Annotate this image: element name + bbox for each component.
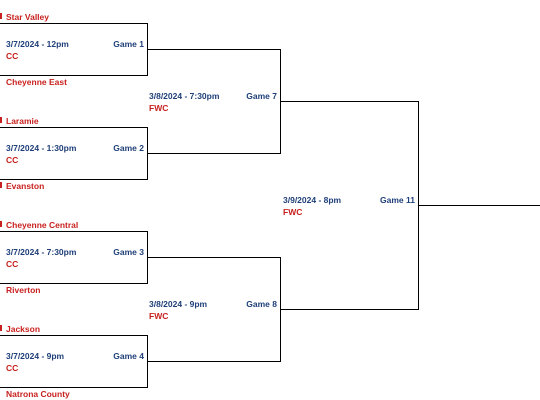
game4-bracket: [0, 335, 148, 388]
game8-bracket: [147, 257, 281, 362]
team-label: Jackson: [6, 324, 41, 334]
game-datetime: 3/7/2024 - 7:30pm: [6, 247, 77, 257]
seed-marker: [0, 221, 2, 227]
game-datetime: 3/7/2024 - 1:30pm: [6, 143, 77, 153]
team-label: Star Valley: [6, 12, 50, 22]
game-label: Game 7: [246, 91, 277, 101]
game2-bracket: [0, 127, 148, 180]
game3-bracket: [0, 231, 148, 284]
game-label: Game 2: [113, 143, 144, 153]
game-venue: CC: [6, 155, 19, 165]
team-label: Riverton: [6, 285, 41, 295]
game7-bracket: [147, 49, 281, 154]
game-venue: CC: [6, 363, 19, 373]
game11-bracket: [280, 101, 419, 310]
game-label: Game 4: [113, 351, 144, 361]
team-label: Cheyenne East: [6, 77, 67, 87]
game-venue: FWC: [283, 207, 303, 217]
team-label: Evanston: [6, 181, 45, 191]
game-label: Game 1: [113, 39, 144, 49]
game-label: Game 8: [246, 299, 277, 309]
game-venue: CC: [6, 51, 19, 61]
seed-marker: [0, 182, 2, 188]
seed-marker: [0, 13, 2, 19]
seed-marker: [0, 117, 2, 123]
game-label: Game 3: [113, 247, 144, 257]
team-label: Laramie: [6, 116, 39, 126]
game-datetime: 3/7/2024 - 9pm: [6, 351, 65, 361]
game-venue: FWC: [149, 103, 169, 113]
game-datetime: 3/9/2024 - 8pm: [283, 195, 342, 205]
team-label: Cheyenne Central: [6, 220, 79, 230]
game-venue: CC: [6, 259, 19, 269]
game-datetime: 3/8/2024 - 9pm: [149, 299, 208, 309]
game-venue: FWC: [149, 311, 169, 321]
game1-bracket: [0, 23, 148, 76]
seed-marker: [0, 325, 2, 331]
game-datetime: 3/8/2024 - 7:30pm: [149, 91, 220, 101]
game-label: Game 11: [380, 195, 415, 205]
game-datetime: 3/7/2024 - 12pm: [6, 39, 69, 49]
team-label: Natrona County: [6, 389, 70, 399]
